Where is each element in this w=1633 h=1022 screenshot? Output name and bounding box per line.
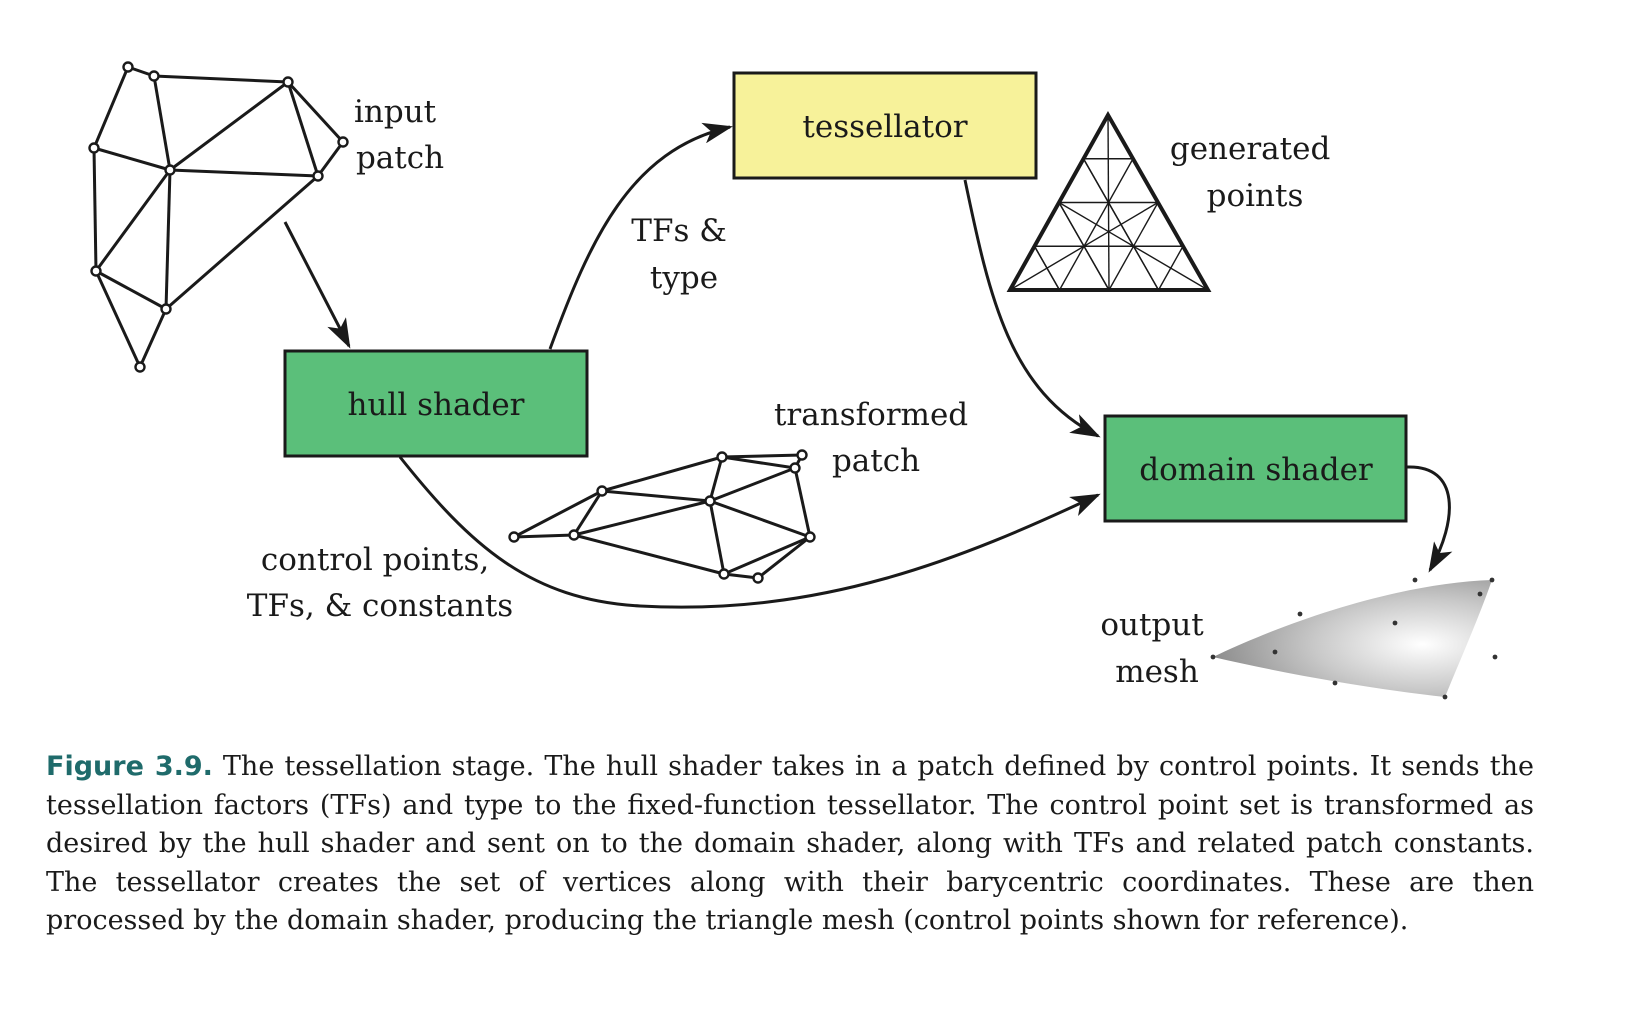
hull-shader-label: hull shader bbox=[348, 387, 525, 423]
control-point bbox=[718, 568, 730, 580]
mesh-edge bbox=[513, 533, 575, 539]
mesh-edge bbox=[723, 572, 759, 580]
mesh-edge bbox=[721, 455, 796, 470]
tessellator-label: tessellator bbox=[802, 109, 967, 145]
mesh-edge bbox=[93, 146, 171, 172]
arrow-hull-to-domain bbox=[398, 456, 1101, 609]
mesh-edge bbox=[572, 490, 604, 536]
mesh-edge bbox=[92, 66, 130, 149]
mesh-edge bbox=[316, 141, 345, 177]
mesh-edge bbox=[708, 456, 724, 502]
mesh-edge bbox=[709, 499, 811, 539]
domain-shader-label: domain shader bbox=[1139, 452, 1373, 488]
control-point bbox=[752, 572, 764, 584]
mesh-edge bbox=[165, 174, 319, 311]
domain-shader-box: domain shader bbox=[1103, 414, 1408, 523]
mesh-edge bbox=[95, 269, 167, 311]
control-point bbox=[704, 495, 716, 507]
control-point bbox=[596, 485, 608, 497]
arrow-hull-to-tessellator bbox=[548, 122, 733, 350]
figure-caption: Figure 3.9.The tessellation stage. The h… bbox=[46, 748, 1534, 941]
mesh-edge bbox=[708, 500, 726, 575]
control-point bbox=[90, 265, 102, 277]
control-point bbox=[88, 142, 100, 154]
control-point bbox=[716, 451, 728, 463]
control-point bbox=[508, 531, 520, 543]
generated-points-label: generated points bbox=[1170, 131, 1340, 214]
control-point bbox=[282, 76, 294, 88]
tessellator-box: tessellator bbox=[732, 71, 1038, 180]
mesh-edge bbox=[94, 169, 172, 272]
mesh-edge bbox=[757, 535, 811, 580]
mesh-edge bbox=[721, 453, 803, 459]
mesh-edge bbox=[793, 467, 812, 538]
output-mesh-shape bbox=[1210, 577, 1498, 700]
tessellation-diagram: tessellator hull shader domain shader in… bbox=[88, 61, 1498, 700]
control-point bbox=[796, 449, 808, 461]
mesh-edge bbox=[573, 533, 725, 576]
arrow-tessellator-to-domain bbox=[963, 179, 1101, 438]
arrow-domain-to-output bbox=[1406, 465, 1453, 573]
mesh-edge bbox=[169, 168, 319, 178]
mesh-edge bbox=[94, 270, 142, 368]
control-point bbox=[148, 70, 160, 82]
hull-shader-box: hull shader bbox=[283, 349, 589, 458]
generated-points-triangle bbox=[1006, 110, 1212, 292]
output-mesh-label: output mesh bbox=[1100, 607, 1213, 690]
mesh-edge bbox=[169, 80, 289, 172]
mesh-edge bbox=[92, 147, 98, 272]
mesh-edge bbox=[153, 74, 289, 84]
mesh-edge bbox=[286, 80, 345, 144]
control-point bbox=[337, 136, 349, 148]
control-point bbox=[164, 164, 176, 176]
control-point bbox=[134, 361, 146, 373]
mesh-edge bbox=[601, 455, 723, 493]
control-point bbox=[804, 531, 816, 543]
input-patch-label: input patch bbox=[354, 94, 446, 176]
tfs-type-label: TFs & type bbox=[631, 213, 736, 296]
control-point bbox=[568, 529, 580, 541]
mesh-edge bbox=[573, 499, 711, 537]
control-point bbox=[312, 170, 324, 182]
mesh-edge bbox=[513, 489, 603, 539]
mesh-edge bbox=[723, 535, 811, 576]
figure-number: Figure 3.9. bbox=[46, 751, 213, 782]
mesh-edge bbox=[152, 75, 172, 171]
control-point bbox=[122, 61, 134, 73]
mesh-edge bbox=[286, 81, 320, 177]
mesh-edge bbox=[164, 169, 172, 310]
input-patch-mesh bbox=[88, 61, 349, 373]
control-point bbox=[160, 303, 172, 315]
mesh-edge bbox=[709, 466, 796, 503]
arrow-input-to-hull bbox=[283, 221, 351, 349]
caption-text: The tessellation stage. The hull shader … bbox=[46, 751, 1534, 936]
mesh-edge bbox=[601, 489, 711, 503]
transformed-patch-label: transformed patch bbox=[774, 397, 978, 479]
transformed-patch-mesh bbox=[508, 449, 816, 584]
control-point bbox=[789, 462, 801, 474]
mesh-edge bbox=[138, 308, 168, 368]
control-points-label: control points, TFs, & constants bbox=[247, 542, 513, 624]
